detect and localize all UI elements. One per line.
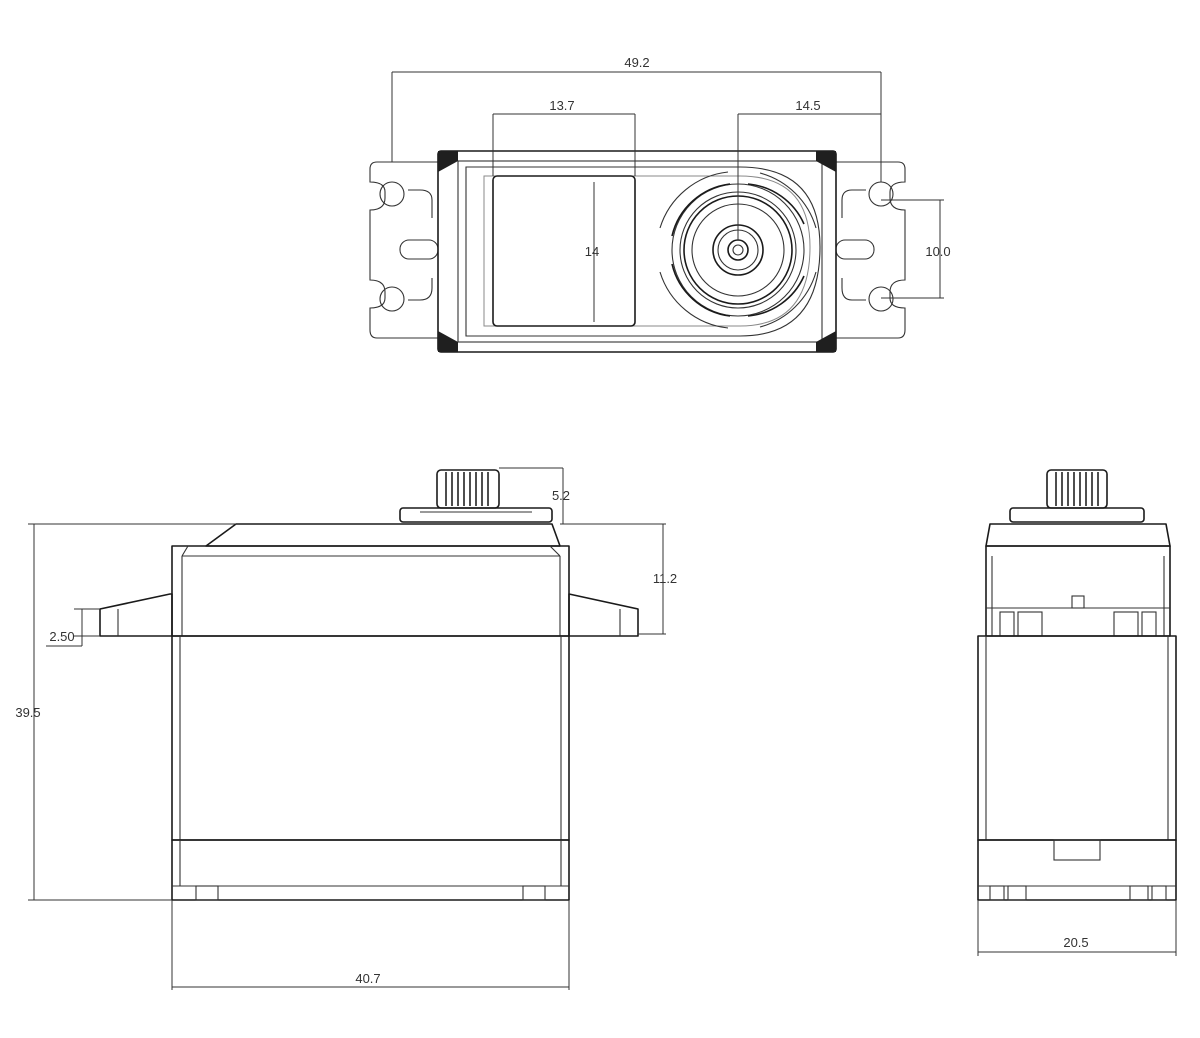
front-view-dimensions: 5.2 11.2 2.50 39.5 40.7	[15, 467, 677, 990]
dimension-window-width: 13.7	[549, 98, 574, 113]
label-window	[492, 175, 636, 327]
dimension-hole-spacing: 10.0	[925, 244, 950, 259]
dimension-overall-height: 39.5	[15, 705, 40, 720]
right-mounting-tab	[835, 161, 906, 339]
front-view: 5.2 11.2 2.50 39.5 40.7	[15, 467, 677, 990]
top-view: 49.2 13.7 14.5 14 10.0	[369, 55, 951, 353]
left-mounting-tab	[369, 161, 439, 339]
dimension-side-width: 20.5	[1063, 935, 1088, 950]
dimension-window-height: 14	[585, 244, 599, 259]
dimension-front-width: 40.7	[355, 971, 380, 986]
dimension-tab-thickness: 2.50	[49, 629, 74, 644]
side-view: 20.5	[977, 469, 1177, 956]
top-view-dimensions: 49.2 13.7 14.5 14 10.0	[391, 55, 951, 322]
dimension-spline-height: 5.2	[552, 488, 570, 503]
side-output-spline	[1009, 469, 1145, 523]
front-output-spline	[399, 469, 553, 523]
dimension-top-width: 49.2	[624, 55, 649, 70]
dimension-output-offset: 14.5	[795, 98, 820, 113]
dimension-top-to-tab: 11.2	[653, 571, 677, 586]
side-view-dimensions: 20.5	[977, 900, 1177, 956]
